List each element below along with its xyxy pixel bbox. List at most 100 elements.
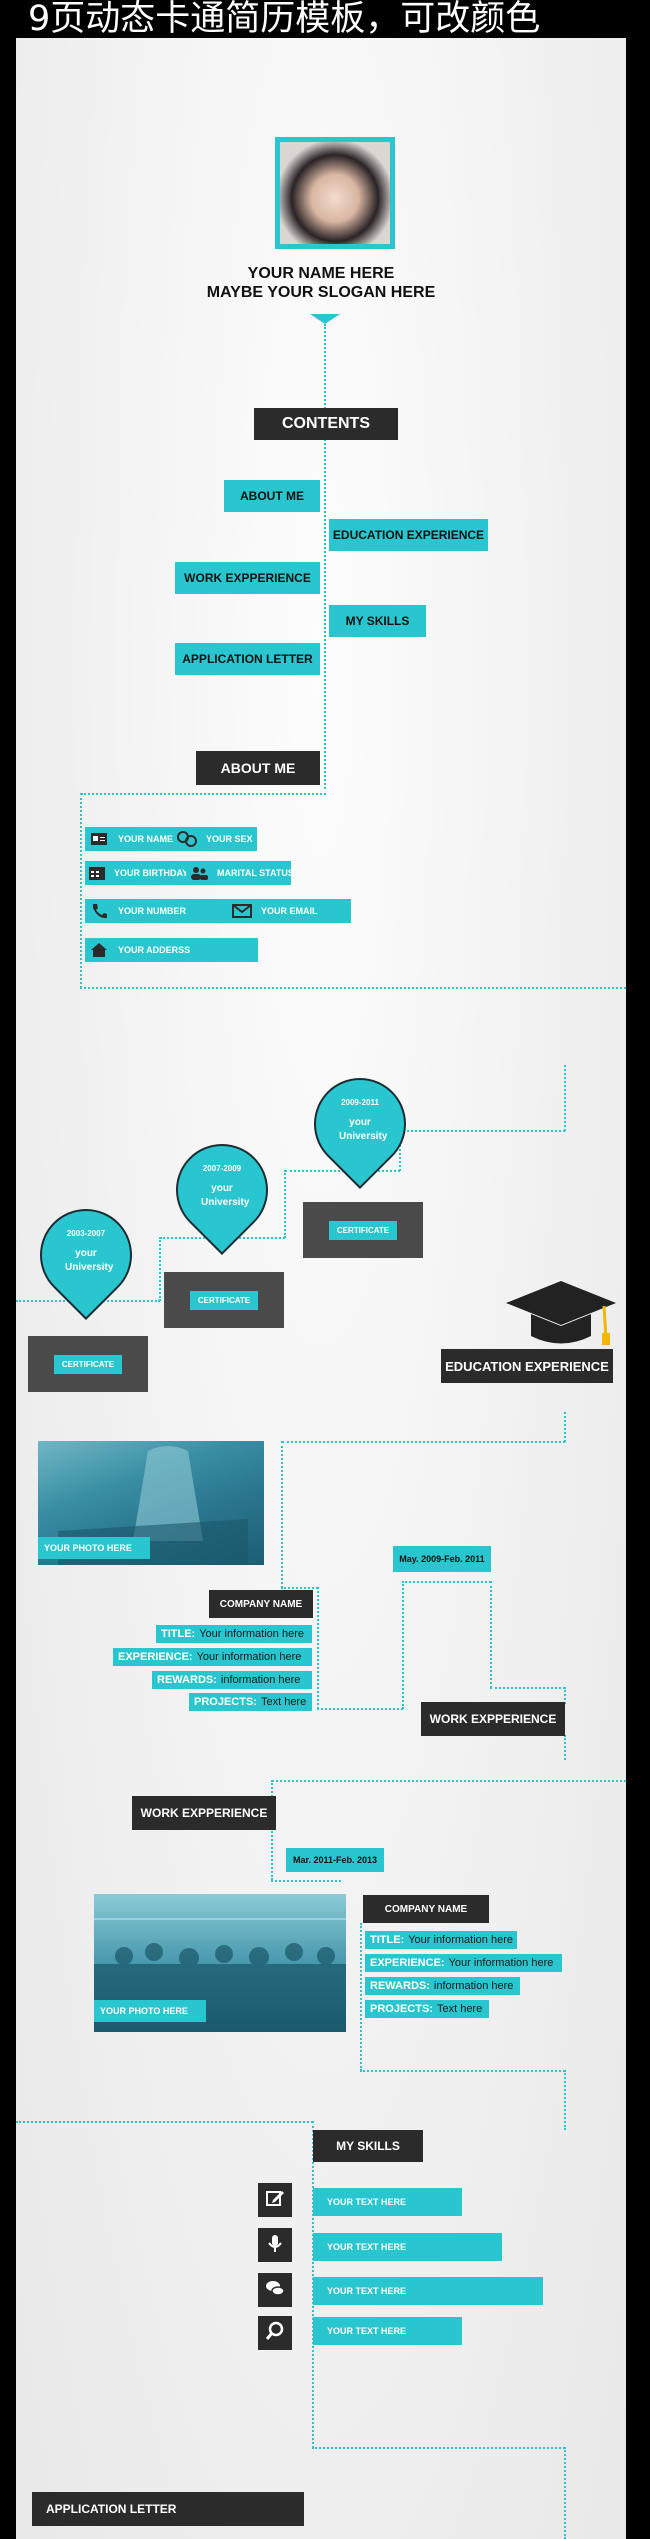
about-address-field: YOUR ADDERSS	[85, 938, 258, 962]
about-connector-bottom	[80, 987, 626, 989]
work1-connector-top	[282, 1441, 565, 1443]
edu-certificate-2: CERTIFICATE	[164, 1272, 284, 1328]
about-sex-field: YOUR SEX	[173, 827, 257, 851]
skills-connector-top	[16, 2121, 313, 2123]
work2-row-title-label: TITLE:	[370, 1934, 405, 1946]
about-connector-h	[81, 793, 326, 795]
edu-connector-1	[400, 1130, 565, 1132]
work1-row-projects-label: PROJECTS:	[194, 1696, 257, 1708]
slogan-text: MAYBE YOUR SLOGAN HERE	[206, 284, 436, 301]
work1-connector-r3	[490, 1687, 565, 1689]
work2-connector-down	[564, 2070, 566, 2130]
work1-photo-label: YOUR PHOTO HERE	[38, 1537, 150, 1559]
work2-connector-top	[272, 1780, 626, 1782]
work2-company: COMPANY NAME	[363, 1895, 489, 1923]
work1-photo: YOUR PHOTO HERE	[38, 1441, 264, 1565]
page-header-title: 9页动态卡通简历模板，可改颜色	[28, 0, 541, 39]
certificate-label: CERTIFICATE	[53, 1354, 123, 1374]
work2-connector-right	[360, 1923, 362, 2071]
edu-connector-2	[399, 1130, 401, 1171]
edu-certificate-1: CERTIFICATE	[303, 1202, 423, 1258]
about-email-field: YOUR EMAIL	[228, 899, 351, 923]
work1-row-projects: PROJECTS:Text here	[189, 1693, 312, 1711]
skill-bar-3: YOUR TEXT HERE	[313, 2277, 543, 2305]
contents-item-skills[interactable]: MY SKILLS	[329, 605, 426, 637]
work2-row-rewards-value: information here	[433, 1980, 514, 1992]
about-name-label: YOUR NAME	[117, 834, 173, 844]
skill-icon-chat	[258, 2273, 292, 2307]
avatar	[275, 137, 395, 249]
work2-period: Mar. 2011-Feb. 2013	[286, 1848, 384, 1872]
envelope-icon	[231, 900, 253, 922]
work1-connector-r2	[490, 1581, 492, 1688]
work2-connector-left	[271, 1780, 273, 1880]
work2-photo: YOUR PHOTO HERE	[94, 1894, 346, 2032]
work2-connector-h	[271, 1880, 341, 1882]
edu-pin-2003-years: 2003-2007	[66, 1229, 106, 1238]
certificate-label: CERTIFICATE	[189, 1290, 259, 1310]
about-address-label: YOUR ADDERSS	[118, 945, 191, 955]
name-text: YOUR NAME HERE	[247, 265, 395, 282]
work2-row-title-value: Your information here	[408, 1934, 513, 1946]
edu-connector-right	[564, 1065, 566, 1131]
about-birthday-label: YOUR BIRTHDAY	[114, 868, 189, 878]
work1-row-title-label: TITLE:	[161, 1628, 196, 1640]
calendar-icon	[88, 862, 106, 884]
gender-icon	[176, 828, 198, 850]
contents-item-about-me[interactable]: ABOUT ME	[224, 480, 320, 512]
graduation-cap-icon	[506, 1281, 626, 1352]
work2-title: WORK EXPPERIENCE	[132, 1796, 276, 1830]
contents-item-work[interactable]: WORK EXPPERIENCE	[175, 562, 320, 594]
edu-certificate-3: CERTIFICATE	[28, 1336, 148, 1392]
work1-connector-down	[317, 1587, 319, 1709]
work2-row-projects-value: Text here	[436, 2003, 483, 2015]
work1-connector-bottom	[317, 1708, 403, 1710]
work2-connector-bottom	[360, 2070, 565, 2072]
work2-row-projects-label: PROJECTS:	[370, 2003, 433, 2015]
work1-connector-left	[281, 1441, 283, 1588]
edu-connector-4	[284, 1170, 286, 1238]
work1-period: May. 2009-Feb. 2011	[393, 1546, 491, 1572]
work1-connector-r1	[402, 1581, 491, 1583]
contents-connector	[324, 324, 326, 789]
skill-bar-2: YOUR TEXT HERE	[313, 2233, 502, 2261]
work1-title: WORK EXPPERIENCE	[421, 1702, 565, 1736]
work1-connector-r5	[564, 1735, 566, 1760]
about-number-label: YOUR NUMBER	[118, 906, 187, 916]
contents-title: CONTENTS	[254, 408, 398, 440]
chat-bubbles-icon	[265, 2278, 285, 2303]
work1-row-title-value: Your information here	[199, 1628, 304, 1640]
work1-connector-r4	[564, 1687, 566, 1704]
phone-icon	[88, 900, 110, 922]
work1-connector-up	[402, 1581, 404, 1709]
contents-item-application[interactable]: APPLICATION LETTER	[175, 643, 320, 675]
education-title: EDUCATION EXPERIENCE	[441, 1349, 613, 1383]
skill-icon-mic	[258, 2228, 292, 2262]
about-number-field: YOUR NUMBER	[85, 899, 228, 923]
edu-pin-2007-years: 2007-2009	[202, 1164, 242, 1173]
edu-pin-2003-school: your University	[65, 1248, 114, 1273]
id-card-icon	[88, 828, 110, 850]
work1-row-rewards-value: information here	[220, 1674, 301, 1686]
work2-row-projects: PROJECTS:Text here	[365, 2000, 489, 2018]
about-birthday-field: YOUR BIRTHDAY	[85, 861, 189, 885]
people-icon	[189, 862, 209, 884]
resume-panel: YOUR NAME HERE MAYBE YOUR SLOGAN HERE CO…	[16, 38, 626, 2539]
triangle-marker	[310, 314, 340, 324]
about-marital-field: MARITAL STATUS	[186, 861, 294, 885]
edu-to-work-connector	[564, 1412, 566, 1442]
work2-row-rewards: REWARDS:information here	[365, 1977, 520, 1995]
skill-icon-search	[258, 2316, 292, 2350]
skill-bar-4: YOUR TEXT HERE	[313, 2317, 462, 2345]
work1-company: COMPANY NAME	[209, 1590, 313, 1618]
work2-row-experience-value: Your information here	[448, 1957, 554, 1969]
magnifier-icon	[265, 2321, 285, 2346]
about-name-field: YOUR NAME	[85, 827, 173, 851]
contents-item-education[interactable]: EDUCATION EXPERIENCE	[329, 519, 488, 551]
edu-pin-2007-school: your University	[201, 1183, 250, 1208]
work1-row-projects-value: Text here	[260, 1696, 307, 1708]
skills-title: MY SKILLS	[313, 2130, 423, 2162]
work1-connector-mid	[281, 1587, 318, 1589]
skill-bar-1: YOUR TEXT HERE	[313, 2188, 462, 2216]
